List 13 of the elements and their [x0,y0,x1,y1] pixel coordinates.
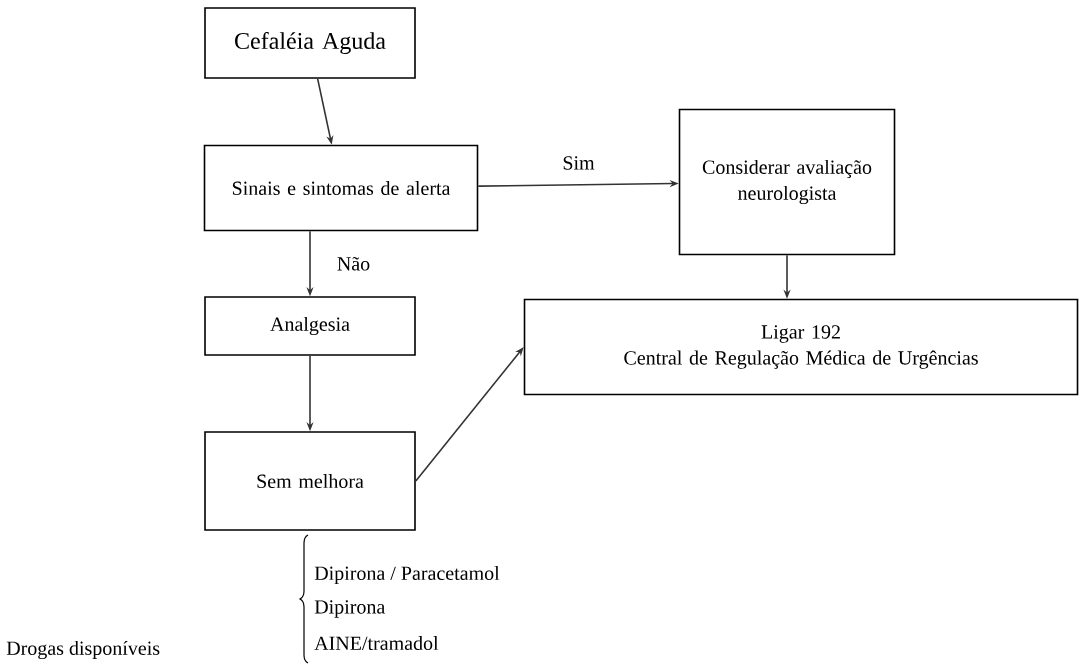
arrow [415,347,524,482]
side-note: Drogas disponíveis [6,640,160,660]
drug-name: Dipirona [314,600,385,618]
process-box: Sem melhora [204,431,416,531]
drug-name: AINE/tramadol [314,635,439,651]
edge-label: Não [335,255,372,272]
drug-name: Dipirona / Paracetamol [314,565,500,585]
process-box: Cefaléia Aguda [204,7,416,79]
process-box: Ligar 192 Central de Regulação Médica de Urgências [523,298,1079,396]
edge-label: Sim [561,155,596,171]
process-box: Analgesia [204,296,416,356]
process-box: Sinais e sintomas de alerta [203,144,479,232]
process-box: Considerar avaliação neurologista [678,108,896,256]
